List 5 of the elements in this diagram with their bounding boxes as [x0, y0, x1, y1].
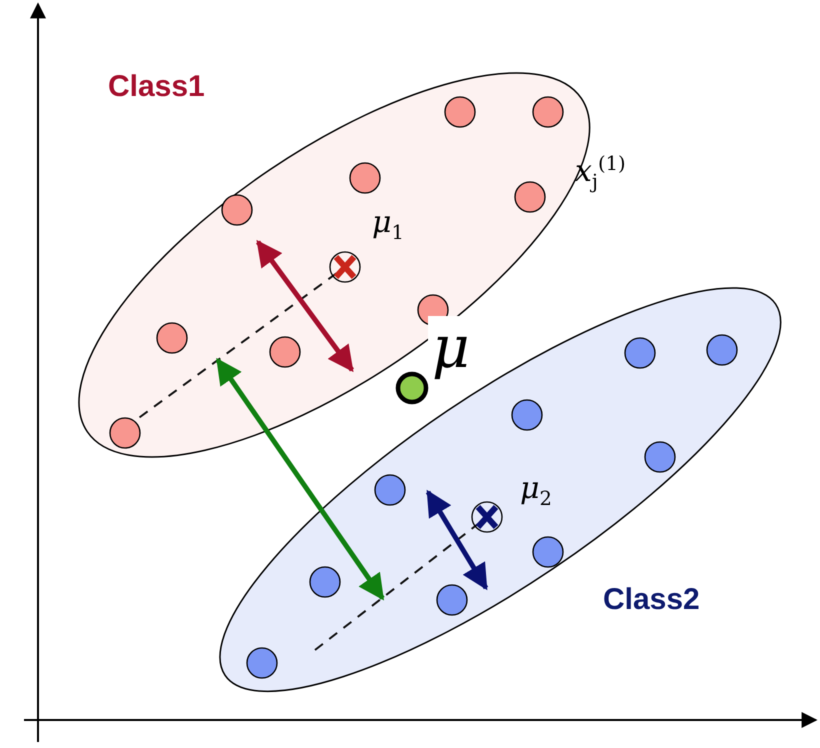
class-label: Class2 [602, 582, 700, 617]
between-class-arrow [216, 358, 385, 600]
math-symbol: μ$_{2}$ [520, 474, 552, 508]
math-symbol: μ$_{1}$ [372, 208, 404, 242]
class-label: Class1 [108, 70, 205, 104]
